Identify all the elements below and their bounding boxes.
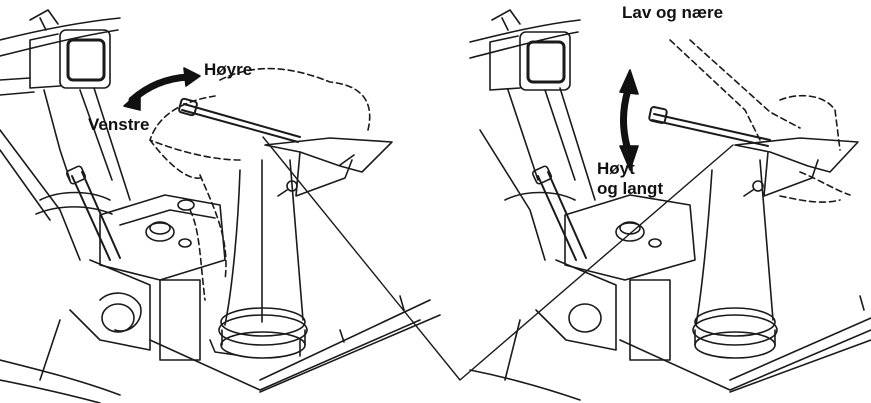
right-chute [693, 138, 858, 358]
right-panel [470, 10, 871, 400]
label-far: og langt [597, 180, 663, 198]
handlebar-control-box-right [470, 10, 580, 90]
label-high: Høyt [597, 160, 635, 178]
callout-lines [263, 137, 733, 380]
handlebar-control-box [0, 10, 120, 95]
label-low-near: Lav og nære [622, 4, 723, 22]
label-left: Venstre [88, 116, 149, 134]
label-right: Høyre [204, 61, 252, 79]
left-chute [210, 138, 392, 358]
tilt-arrow [620, 70, 638, 170]
